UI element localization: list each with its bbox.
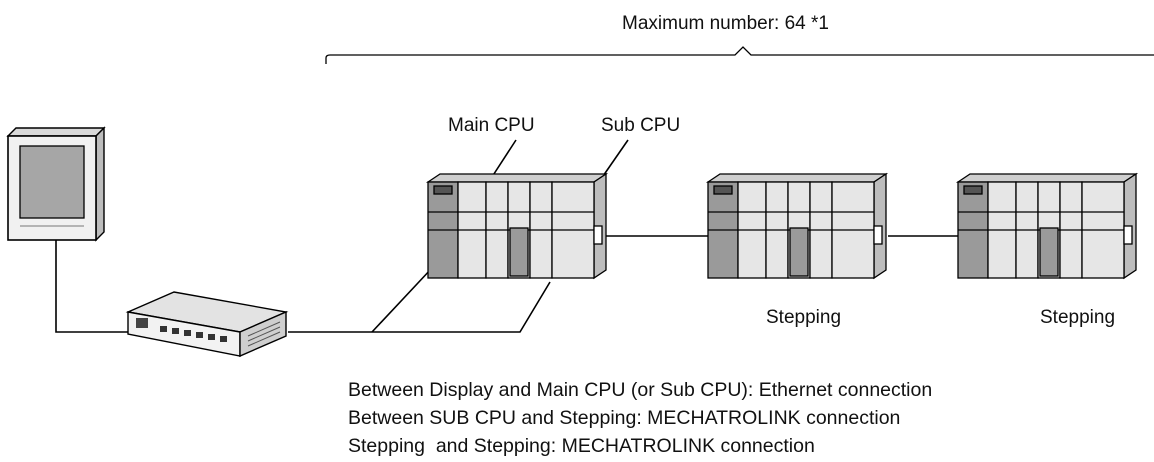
hub-to-main-cpu-line — [371, 267, 433, 333]
touch-panel-display-icon — [6, 126, 106, 242]
main-cpu-label: Main CPU — [448, 115, 535, 136]
note-line-2: Between SUB CPU and Stepping: MECHATROLI… — [348, 407, 901, 429]
stepping-2-label: Stepping — [1040, 307, 1116, 328]
main-cpu-pointer — [489, 139, 517, 181]
max-number-bracket — [325, 46, 1154, 64]
max-number-label: Maximum number: 64 *1 — [622, 13, 829, 34]
ethernet-hub-icon — [125, 291, 289, 358]
plc-rack-stepping-2 — [955, 172, 1139, 280]
hub-to-sub-cpu-line — [372, 281, 551, 333]
connection-notes: Between Display and Main CPU (or Sub CPU… — [348, 376, 932, 460]
sub-cpu-label: Sub CPU — [601, 115, 681, 136]
display-to-hub-line — [55, 232, 128, 333]
note-line-3: Stepping and Stepping: MECHATROLINK conn… — [348, 435, 815, 457]
stepping-1-label: Stepping — [766, 307, 842, 328]
plc-rack-cpu — [425, 172, 609, 280]
plc-rack-stepping-1 — [705, 172, 889, 280]
connection-lines — [55, 139, 958, 333]
note-line-1: Between Display and Main CPU (or Sub CPU… — [348, 379, 933, 401]
